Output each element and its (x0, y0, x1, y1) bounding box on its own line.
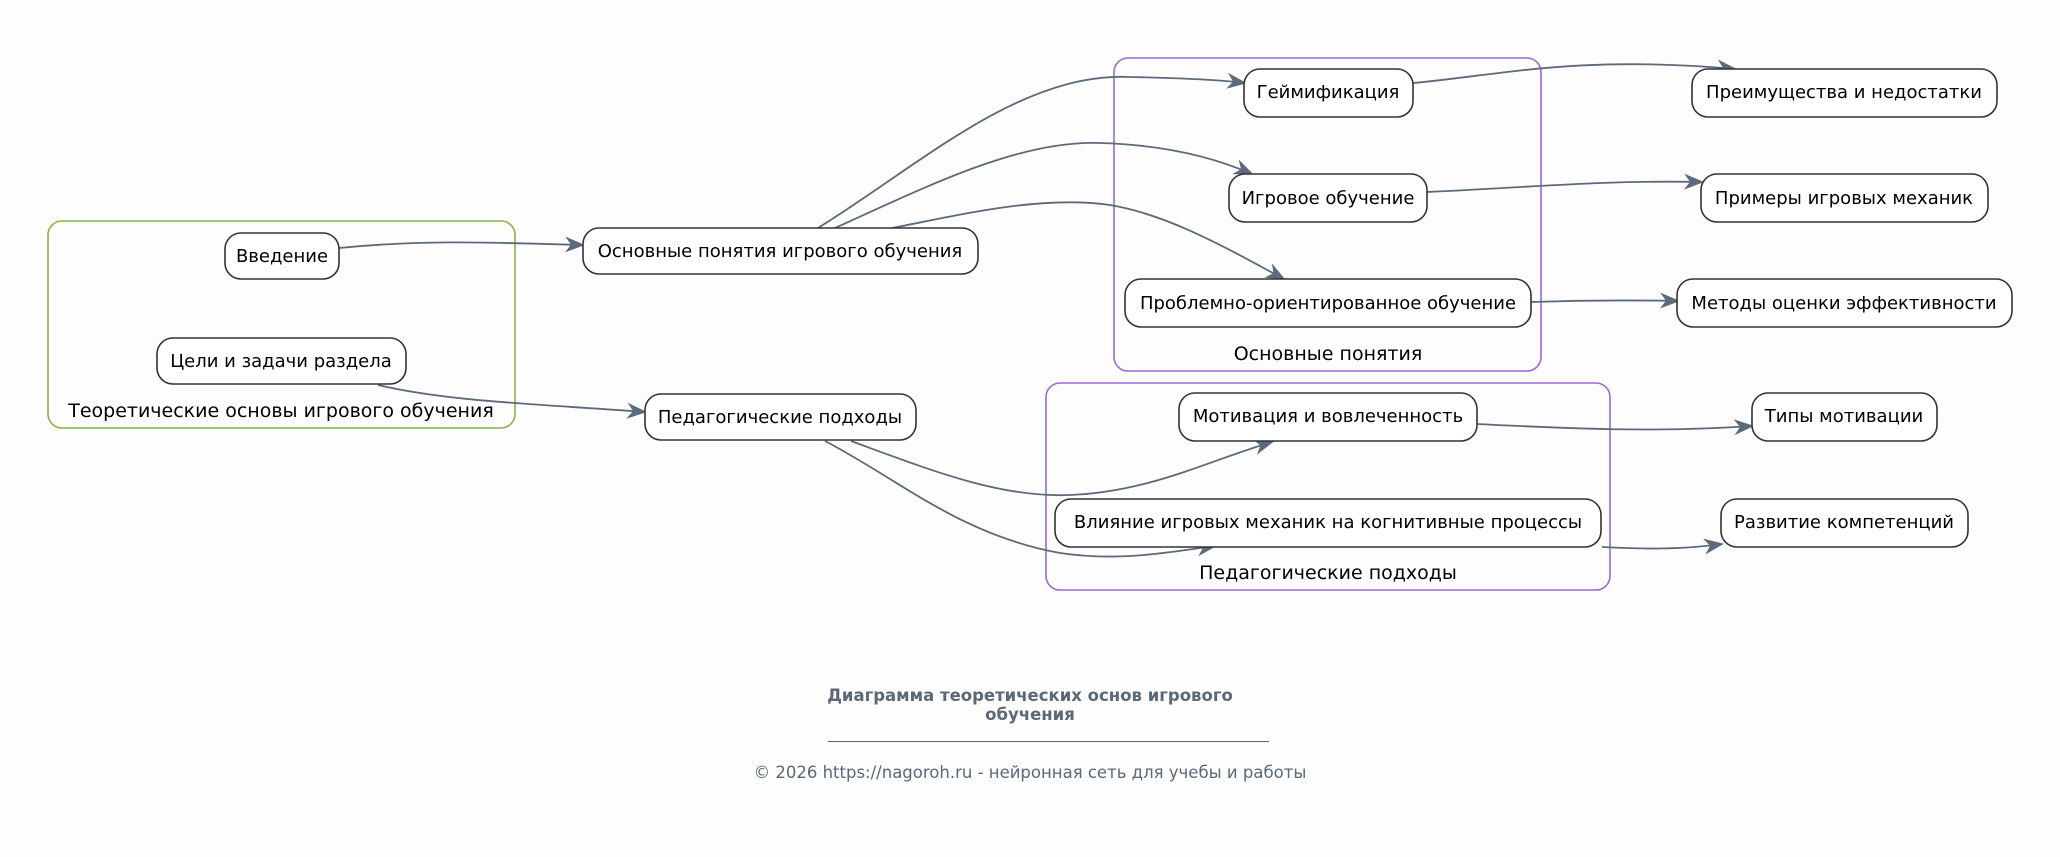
edge-ped-motiv (850, 439, 1274, 497)
node-label: Преимущества и недостатки (1706, 82, 1982, 103)
node-label: Геймификация (1257, 82, 1400, 103)
node-label: Примеры игровых механик (1715, 188, 1973, 209)
copyright-text: © 2026 https://nagoroh.ru - нейронная се… (753, 763, 1307, 782)
node-label: Развитие компетенций (1734, 512, 1954, 533)
node-comp[interactable]: Развитие компетенций (1720, 498, 1969, 548)
node-label: Проблемно-ориентированное обучение (1140, 293, 1516, 314)
edge-ped-cogn (824, 440, 1217, 558)
node-gamif[interactable]: Геймификация (1243, 68, 1414, 118)
edge-goals-ped (377, 384, 647, 419)
node-label: Типы мотивации (1764, 406, 1923, 427)
node-pros[interactable]: Преимущества и недостатки (1691, 68, 1998, 118)
cluster-concepts: Основные понятия (1113, 57, 1542, 372)
node-label: Основные понятия игрового обучения (598, 241, 963, 262)
node-label: Цели и задачи раздела (170, 351, 392, 372)
diagram-title-line1: Диаграмма теоретических основ игрового (827, 686, 1233, 705)
node-examples[interactable]: Примеры игровых механик (1700, 173, 1989, 223)
node-gamelearn[interactable]: Игровое обучение (1228, 173, 1428, 223)
node-label: Введение (236, 246, 328, 267)
node-eval[interactable]: Методы оценки эффективности (1676, 278, 2013, 328)
node-goals[interactable]: Цели и задачи раздела (156, 337, 407, 385)
node-motiv[interactable]: Мотивация и вовлеченность (1178, 392, 1478, 442)
node-label: Влияние игровых механик на когнитивные п… (1074, 512, 1582, 533)
node-label: Педагогические подходы (658, 407, 902, 428)
edge-motiv-mtypes (1476, 419, 1754, 436)
edge-pbl-eval (1530, 292, 1680, 309)
edge-gamelearn-examples (1426, 173, 1704, 193)
edge-intro-basics (338, 236, 585, 253)
cluster-label-concepts: Основные понятия (1234, 343, 1423, 365)
edge-basics-gamif (817, 72, 1247, 229)
node-pbl[interactable]: Проблемно-ориентированное обучение (1124, 278, 1532, 328)
node-label: Игровое обучение (1242, 188, 1415, 209)
edge-basics-gamelearn (834, 142, 1254, 229)
cluster-label-pedagogy: Педагогические подходы (1199, 562, 1457, 584)
edge-gamif-pros (1412, 59, 1737, 84)
node-cogn[interactable]: Влияние игровых механик на когнитивные п… (1054, 498, 1602, 548)
diagram-title: Диаграмма теоретических основ игрового о… (0, 686, 2060, 724)
cluster-label-theory: Теоретические основы игрового обучения (67, 400, 494, 422)
edges (338, 59, 1754, 558)
node-label: Методы оценки эффективности (1691, 293, 1996, 314)
node-intro[interactable]: Введение (224, 232, 340, 280)
cluster-pedagogy: Педагогические подходы (1045, 382, 1611, 591)
node-basics[interactable]: Основные понятия игрового обучения (582, 227, 979, 275)
footer-divider (828, 741, 1269, 742)
node-mtypes[interactable]: Типы мотивации (1751, 392, 1938, 442)
node-label: Мотивация и вовлеченность (1193, 406, 1463, 427)
edge-cogn-comp (1601, 538, 1724, 555)
cluster-theory: Теоретические основы игрового обучения (47, 220, 516, 429)
diagram-title-line2: обучения (985, 705, 1075, 724)
node-ped[interactable]: Педагогические подходы (644, 393, 917, 441)
edge-basics-pbl (891, 201, 1286, 280)
